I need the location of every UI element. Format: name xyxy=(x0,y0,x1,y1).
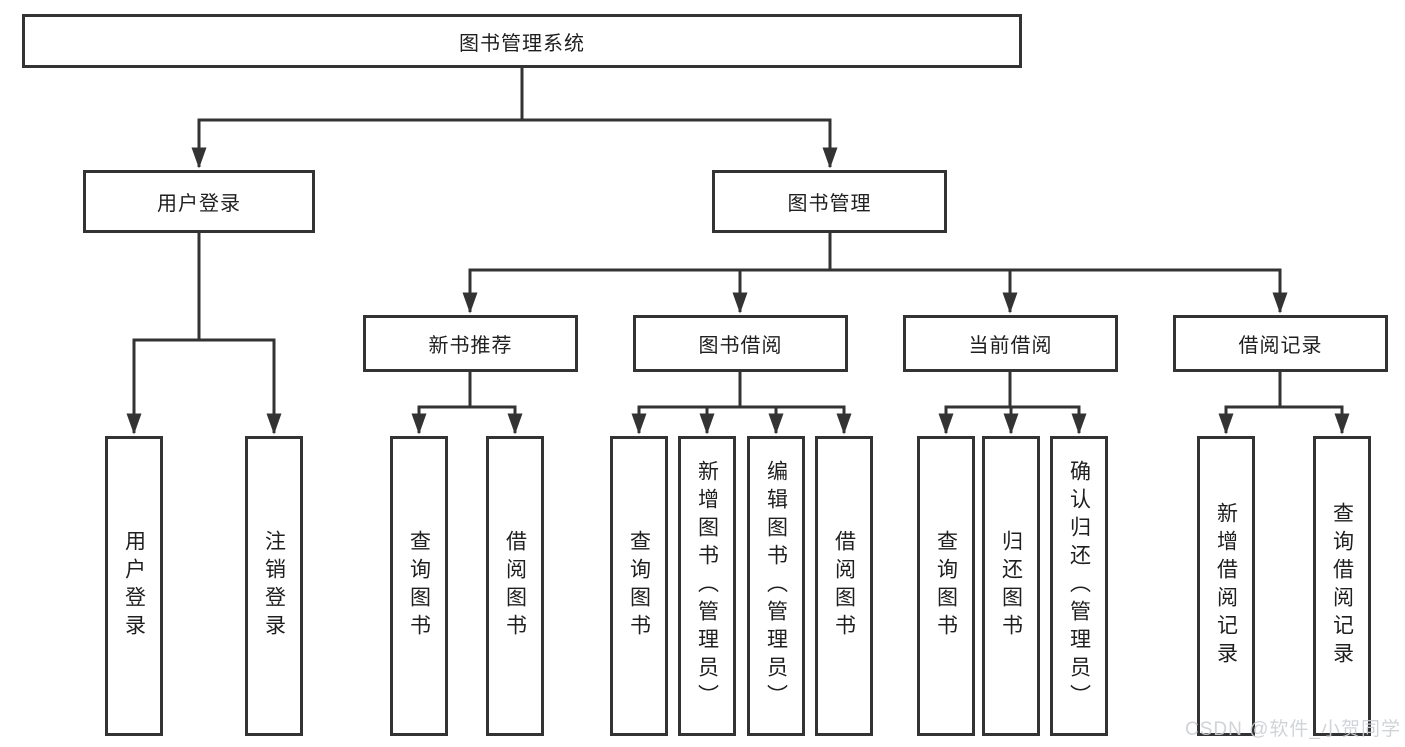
csdn-watermark: CSDN @软件_小贺同学 xyxy=(1185,719,1401,740)
node-book-borrow: 图书借阅 xyxy=(633,315,848,372)
leaf-label: 查询图书 xyxy=(934,530,958,642)
leaf-query-borrow-record: 查询借阅记录 xyxy=(1313,436,1371,736)
node-user-login: 用户登录 xyxy=(83,170,315,233)
node-label: 借阅记录 xyxy=(1238,335,1323,357)
leaf-label: 归还图书 xyxy=(999,530,1023,642)
node-new-book-recommend: 新书推荐 xyxy=(363,315,578,372)
node-borrow-records: 借阅记录 xyxy=(1173,315,1388,372)
leaf-query-books-borrow: 查询图书 xyxy=(610,436,668,736)
leaf-label: 查询图书 xyxy=(407,530,431,642)
leaf-label: 借阅图书 xyxy=(832,530,856,642)
leaf-add-borrow-record: 新增借阅记录 xyxy=(1197,436,1255,736)
node-label: 图书借阅 xyxy=(698,335,783,357)
leaf-confirm-return-admin: 确认归还（管理员） xyxy=(1050,436,1108,736)
leaf-label: 确认归还（管理员） xyxy=(1067,460,1091,712)
leaf-label: 注销登录 xyxy=(262,530,286,642)
node-label: 图书管理系统 xyxy=(459,32,585,55)
leaf-label: 用户登录 xyxy=(122,530,146,642)
leaf-query-books-current: 查询图书 xyxy=(917,436,975,736)
leaf-label: 查询借阅记录 xyxy=(1330,502,1354,670)
leaf-label: 新增图书（管理员） xyxy=(695,460,719,712)
node-current-borrow: 当前借阅 xyxy=(903,315,1118,372)
leaf-borrow-books-recommend: 借阅图书 xyxy=(486,436,544,736)
leaf-label: 新增借阅记录 xyxy=(1214,502,1238,670)
leaf-label: 编辑图书（管理员） xyxy=(764,460,788,712)
leaf-return-books: 归还图书 xyxy=(982,436,1040,736)
node-label: 当前借阅 xyxy=(968,335,1053,357)
leaf-logout: 注销登录 xyxy=(245,436,303,736)
leaf-add-books-admin: 新增图书（管理员） xyxy=(678,436,736,736)
node-library-management-system: 图书管理系统 xyxy=(22,14,1022,68)
leaf-edit-books-admin: 编辑图书（管理员） xyxy=(747,436,805,736)
node-label: 图书管理 xyxy=(787,193,872,215)
node-label: 新书推荐 xyxy=(428,335,513,357)
leaf-user-login: 用户登录 xyxy=(105,436,163,736)
leaf-label: 借阅图书 xyxy=(503,530,527,642)
node-label: 用户登录 xyxy=(157,193,241,215)
leaf-borrow-books: 借阅图书 xyxy=(815,436,873,736)
leaf-query-books-recommend: 查询图书 xyxy=(390,436,448,736)
node-book-management: 图书管理 xyxy=(712,170,947,233)
leaf-label: 查询图书 xyxy=(627,530,651,642)
